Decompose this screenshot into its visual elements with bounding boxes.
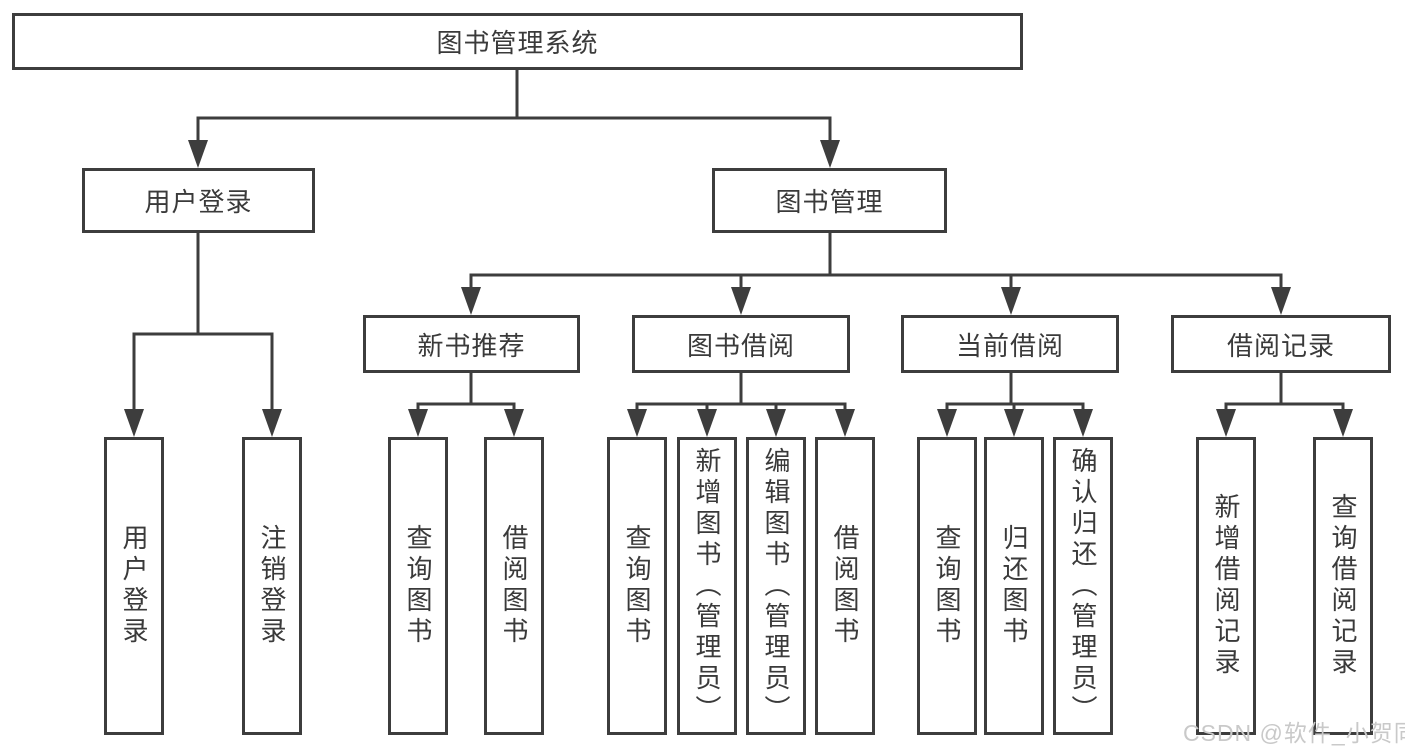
node-borrow-records-label: 借阅记录: [1226, 330, 1335, 361]
node-borrow-records: 借阅记录: [1171, 315, 1391, 373]
leaf-query-books-recommend: 查询图书: [388, 437, 448, 735]
leaf-add-book-admin: 新增图书（管理员）: [677, 437, 737, 735]
node-book-management-label: 图书管理: [775, 187, 884, 217]
node-new-book-recommend: 新书推荐: [363, 315, 580, 373]
node-root-system: 图书管理系统: [12, 13, 1023, 70]
leaf-edit-book-admin: 编辑图书（管理员）: [746, 437, 806, 735]
leaf-user-login-label: 用户登录: [119, 524, 149, 648]
leaf-add-borrow-record: 新增借阅记录: [1196, 437, 1256, 735]
leaf-add-borrow-record-label: 新增借阅记录: [1211, 493, 1241, 679]
node-current-borrow: 当前借阅: [901, 315, 1119, 373]
leaf-return-books: 归还图书: [984, 437, 1044, 735]
leaf-confirm-return-admin: 确认归还（管理员）: [1053, 437, 1113, 735]
leaf-logout-label: 注销登录: [257, 524, 287, 648]
leaf-query-borrow-record-label: 查询借阅记录: [1328, 493, 1358, 679]
leaf-borrow-books-recommend: 借阅图书: [484, 437, 544, 735]
node-user-login-label: 用户登录: [144, 187, 253, 217]
node-book-management: 图书管理: [712, 168, 947, 233]
leaf-borrow-books-borrow: 借阅图书: [815, 437, 875, 735]
leaf-query-books-current: 查询图书: [917, 437, 977, 735]
leaf-query-books-borrow: 查询图书: [607, 437, 667, 735]
leaf-query-books-current-label: 查询图书: [932, 524, 962, 648]
node-root-label: 图书管理系统: [436, 28, 599, 58]
leaf-query-books-recommend-label: 查询图书: [403, 524, 433, 648]
leaf-return-books-label: 归还图书: [999, 524, 1029, 648]
leaf-add-book-admin-label: 新增图书（管理员）: [692, 446, 722, 726]
node-book-borrow: 图书借阅: [632, 315, 850, 373]
leaf-user-login: 用户登录: [104, 437, 164, 735]
leaf-confirm-return-admin-label: 确认归还（管理员）: [1068, 446, 1098, 726]
leaf-query-books-borrow-label: 查询图书: [622, 524, 652, 648]
node-new-book-recommend-label: 新书推荐: [417, 330, 526, 361]
csdn-watermark: CSDN @软件_小贺同学: [1183, 720, 1405, 746]
leaf-borrow-books-recommend-label: 借阅图书: [499, 524, 529, 648]
leaf-borrow-books-borrow-label: 借阅图书: [830, 524, 860, 648]
arrowheads: [124, 140, 1353, 437]
leaf-logout: 注销登录: [242, 437, 302, 735]
node-current-borrow-label: 当前借阅: [955, 330, 1064, 361]
leaf-edit-book-admin-label: 编辑图书（管理员）: [761, 446, 791, 726]
node-book-borrow-label: 图书借阅: [686, 330, 795, 361]
node-user-login: 用户登录: [82, 168, 315, 233]
leaf-query-borrow-record: 查询借阅记录: [1313, 437, 1373, 735]
